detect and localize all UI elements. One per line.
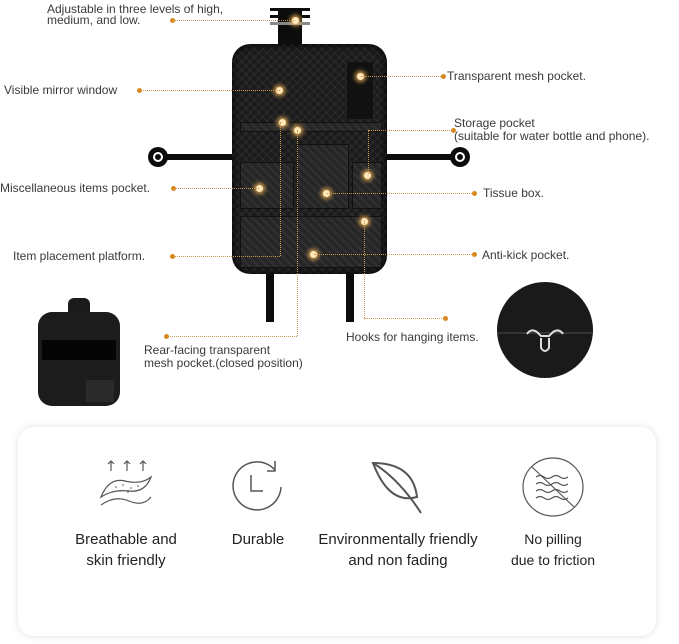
no-pilling-icon: [522, 457, 584, 517]
leader-line: [368, 130, 452, 131]
buckle-right: [450, 147, 470, 167]
callout-marker: [310, 251, 317, 258]
leader-line: [314, 254, 474, 255]
leader-line: [361, 76, 443, 77]
label-mesh-pocket: Transparent mesh pocket.: [447, 69, 586, 83]
callout-dot: [164, 334, 169, 339]
leader-line: [364, 221, 365, 318]
misc-pocket: [240, 162, 294, 209]
adjust-bar: [270, 8, 310, 11]
leader-line: [172, 20, 294, 21]
callout-dot: [441, 74, 446, 79]
callout-marker: [364, 172, 371, 179]
label-storage-pocket-2: (suitable for water bottle and phone).: [454, 129, 650, 143]
leader-line: [170, 256, 280, 257]
platform: [240, 122, 382, 132]
label-adjustable: Adjustable in three levels of high,: [47, 2, 224, 16]
bottom-strap-right: [346, 272, 354, 322]
adjust-bar: [270, 22, 310, 25]
callout-dot: [137, 88, 142, 93]
callout-dot: [472, 191, 477, 196]
closed-organizer-thumbnail: [38, 298, 120, 406]
label-mirror-window: Visible mirror window: [4, 83, 118, 97]
callout-marker: [323, 190, 330, 197]
mesh-pocket: [347, 62, 373, 119]
callout-marker: [279, 119, 286, 126]
callout-dot: [443, 316, 448, 321]
durable-clock-icon: [232, 461, 282, 511]
callout-marker: [292, 17, 299, 24]
leader-line: [364, 318, 444, 319]
callout-dot: [472, 252, 477, 257]
callout-dot: [170, 254, 175, 259]
leader-line: [140, 90, 280, 91]
bottom-strap-left: [266, 272, 274, 322]
buckle-left: [148, 147, 168, 167]
callout-marker: [256, 185, 263, 192]
callout-marker: [357, 73, 364, 80]
feature-durable: Durable: [208, 457, 308, 550]
callout-dot: [171, 186, 176, 191]
label-adjustable-2: medium, and low.: [47, 13, 141, 27]
leader-line: [280, 122, 281, 256]
callout-dot: [170, 18, 175, 23]
label-rear-mesh-2: mesh pocket.(closed position): [144, 356, 303, 370]
label-platform: Item placement platform.: [13, 249, 146, 263]
headrest-mount: [278, 8, 302, 48]
leader-line: [327, 193, 474, 194]
hook-closeup-thumbnail: [497, 282, 593, 378]
leader-line: [166, 336, 297, 337]
callout-dot: [451, 128, 456, 133]
label-rear-mesh: Rear-facing transparent: [144, 343, 271, 357]
label-anti-kick: Anti-kick pocket.: [482, 248, 570, 262]
leader-line: [173, 188, 259, 189]
storage-pocket: [352, 162, 382, 209]
seat-back-organizer: [232, 44, 387, 274]
leaf-icon: [371, 461, 422, 514]
adjust-bar: [270, 15, 310, 18]
label-storage-pocket: Storage pocket: [454, 116, 535, 130]
label-hooks: Hooks for hanging items.: [346, 330, 479, 344]
side-strap-right: [385, 154, 460, 160]
label-tissue-box: Tissue box.: [483, 186, 544, 200]
tissue-box: [297, 144, 349, 209]
label-misc-pocket: Miscellaneous items pocket.: [0, 181, 151, 195]
anti-kick-pocket: [240, 216, 382, 268]
hook-icon: [526, 329, 564, 352]
side-strap-left: [160, 154, 235, 160]
feature-label: Durable: [231, 531, 285, 548]
leader-line: [297, 130, 298, 336]
breathable-fabric-icon: [99, 460, 153, 506]
leader-line: [368, 130, 369, 174]
